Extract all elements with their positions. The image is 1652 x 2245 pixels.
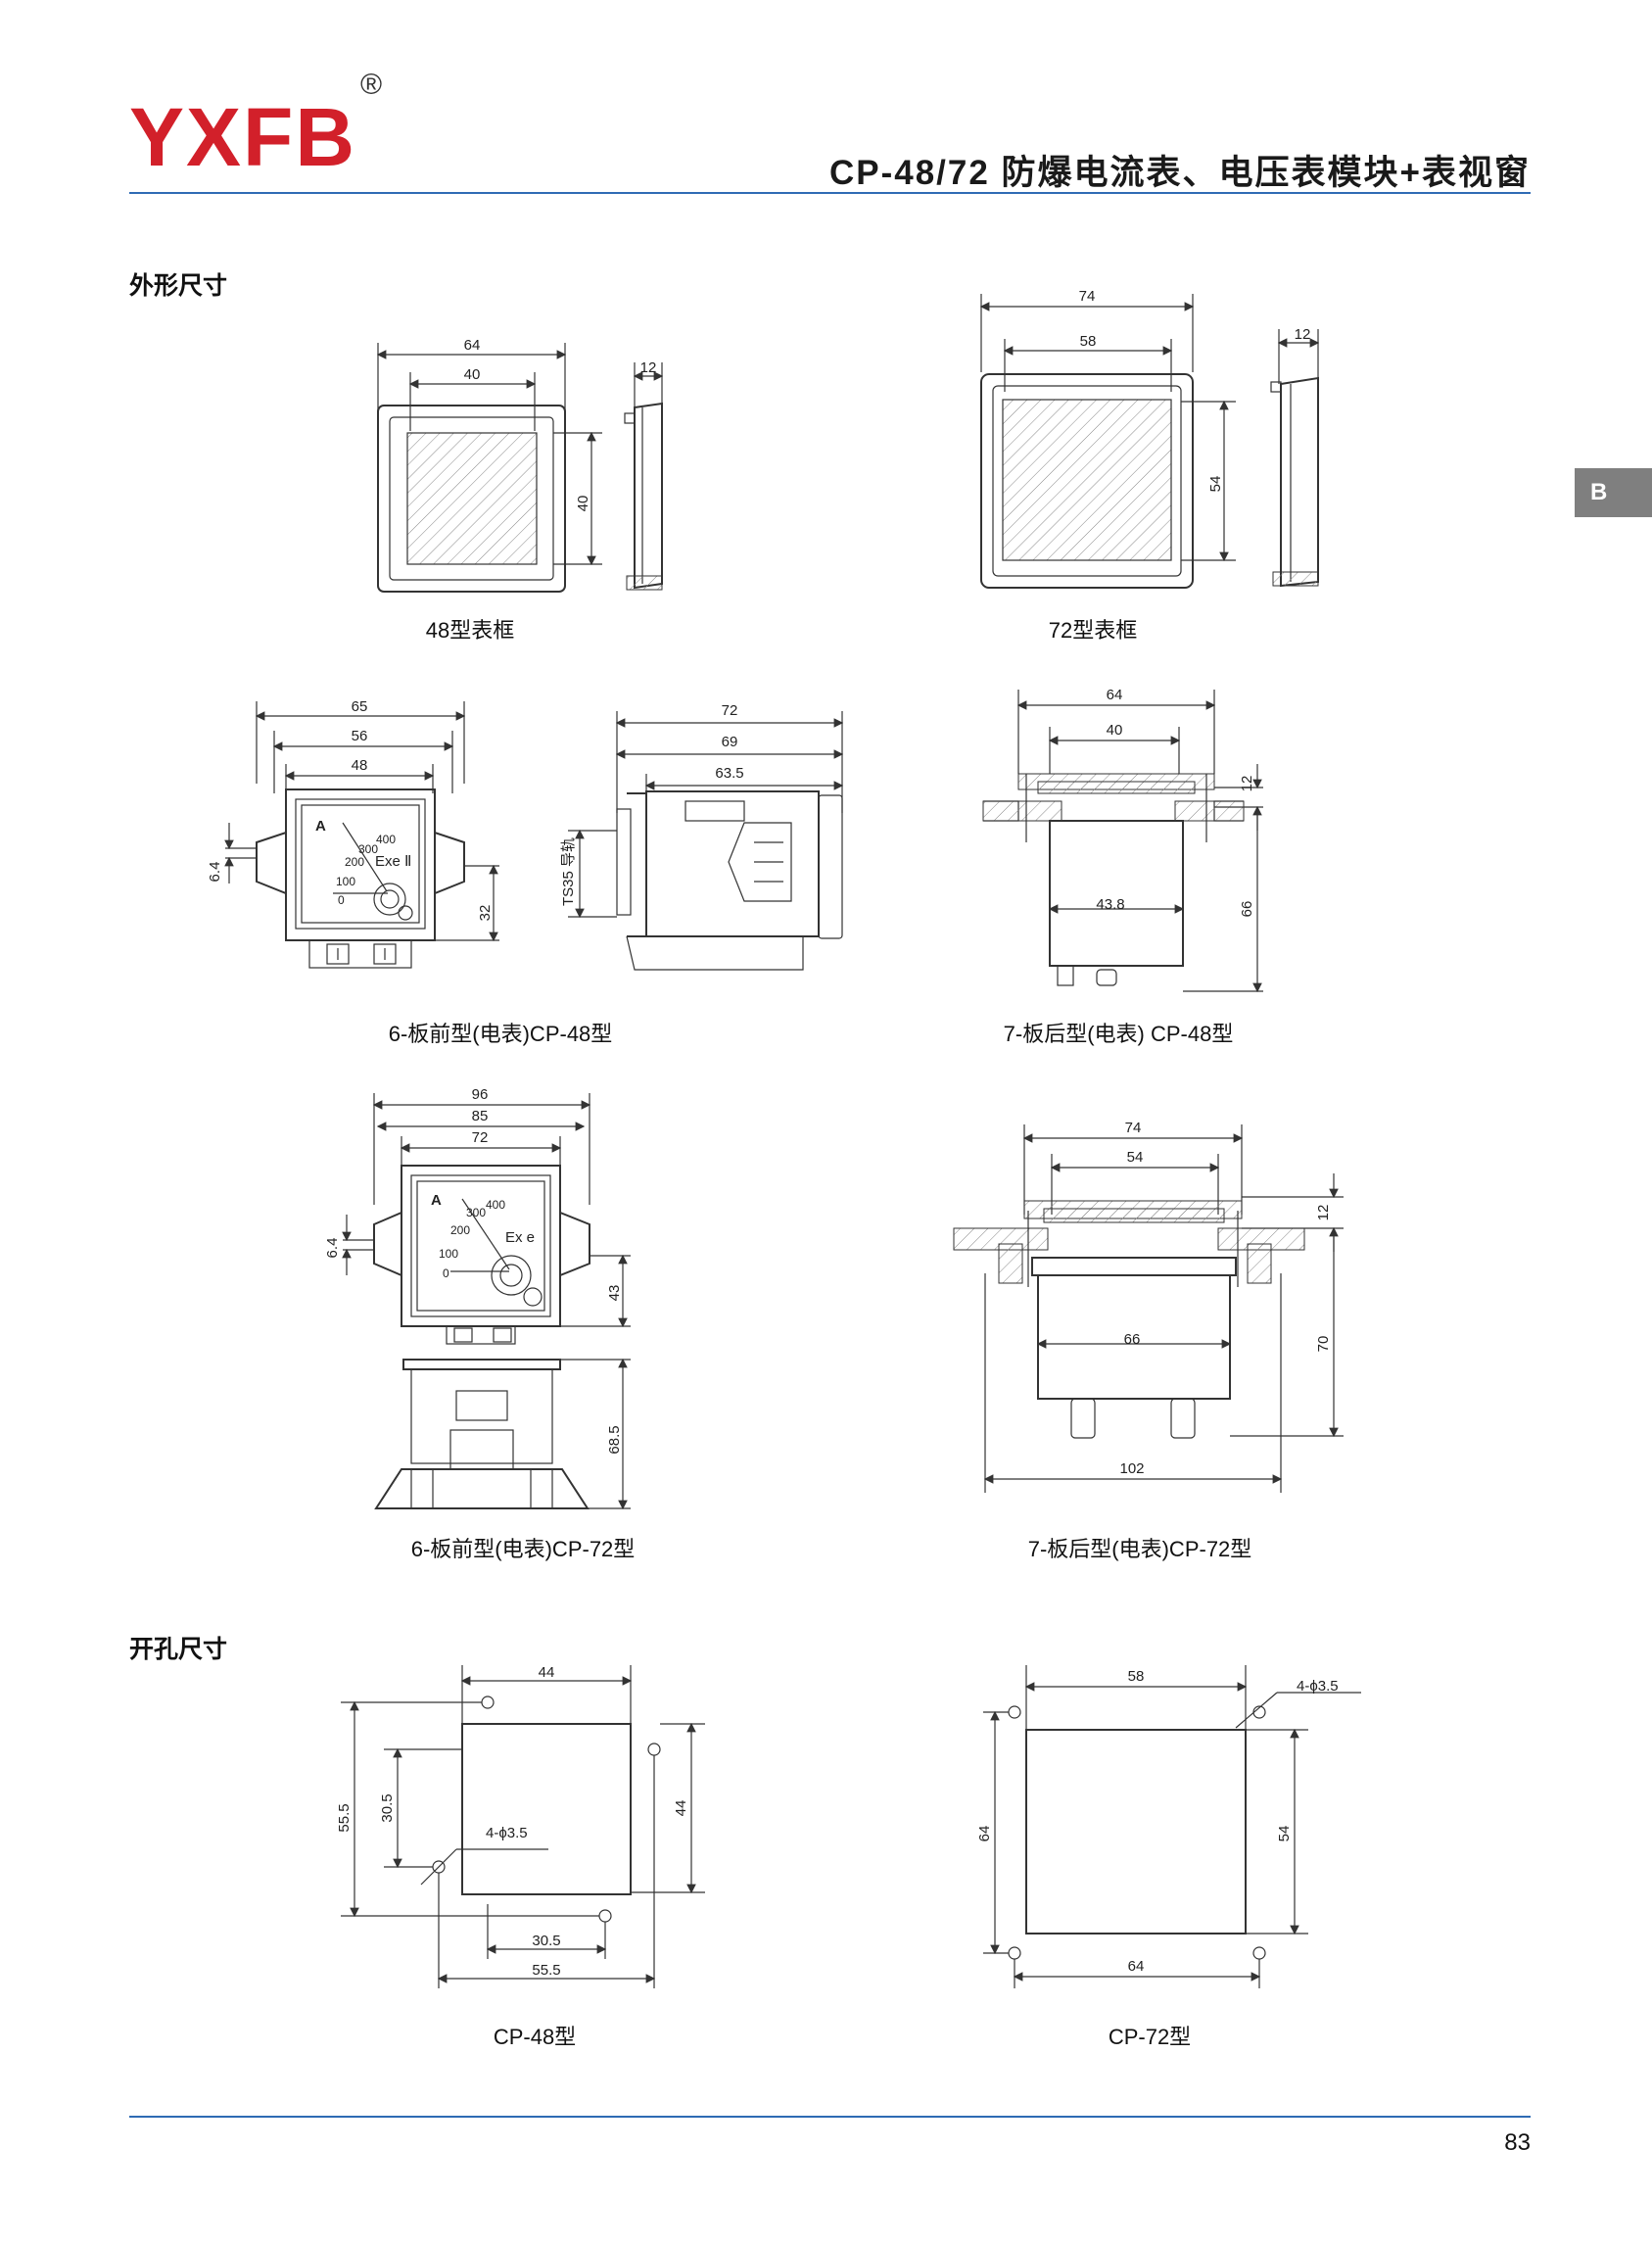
dim-rear72-e: 70 (1315, 1336, 1332, 1353)
meter72-tick-0: 0 (443, 1266, 449, 1280)
caption-cut-72: CP-72型 (1108, 2025, 1192, 2049)
caption-frame-72: 72型表框 (1048, 618, 1138, 643)
dim-rear72-d: 66 (1124, 1331, 1141, 1348)
caption-frame-48: 48型表框 (425, 618, 515, 643)
brand-logo: YXFB® (129, 71, 384, 179)
dim-cut72-c: 54 (1276, 1826, 1293, 1842)
dim-side48-c: 63.5 (715, 765, 743, 782)
meter72-tick-200: 200 (450, 1223, 470, 1237)
dim-cut48-f: 55.5 (532, 1962, 560, 1979)
holes-cut72: 4-ϕ3.5 (1297, 1678, 1339, 1695)
meter-72-front: 96 85 72 A Ex e 0 100 200 300 400 (324, 1086, 631, 1510)
meter72-tick-300: 300 (466, 1206, 486, 1219)
dim-rear48-d: 43.8 (1096, 896, 1124, 913)
dim-rear48-c: 12 (1239, 776, 1255, 792)
dim-front48-c: 48 (352, 757, 368, 774)
dim-f72-width: 74 (1079, 288, 1096, 305)
section-heading-outline: 外形尺寸 (129, 272, 228, 300)
meter48-tick-100: 100 (336, 875, 355, 888)
dim-side48-a: 72 (722, 702, 738, 719)
dim-f72-height: 54 (1207, 476, 1224, 493)
page-title: CP-48/72 防爆电流表、电压表模块+表视窗 (828, 154, 1531, 192)
cutout-72: 58 4-ϕ3.5 64 54 64 (976, 1665, 1361, 1988)
meter48-tick-200: 200 (345, 855, 364, 869)
dim-front48-a: 65 (352, 698, 368, 715)
frame-48-side: 12 (624, 359, 664, 591)
meter-72-rear: 74 54 66 102 12 (953, 1120, 1344, 1493)
logo-text: YXFB (129, 91, 357, 183)
dim-cut72-b: 64 (976, 1826, 993, 1842)
meter48-tick-0: 0 (338, 893, 345, 907)
section-heading-cutout: 开孔尺寸 (129, 1636, 228, 1663)
dim-cut72-a: 58 (1128, 1668, 1145, 1685)
meter-48-front: 65 56 48 A Exe Ⅱ 0 100 200 300 400 (207, 698, 499, 969)
dim-cut48-d: 44 (673, 1800, 689, 1817)
caption-rear-48: 7-板后型(电表) CP-48型 (1003, 1022, 1234, 1046)
meter72-tick-100: 100 (439, 1247, 458, 1261)
dim-front48-d: 6.4 (207, 862, 223, 883)
caption-cut-48: CP-48型 (493, 2025, 577, 2049)
dim-cut48-b: 55.5 (336, 1803, 353, 1832)
dim-f48-height: 40 (575, 496, 591, 512)
dim-front72-f: 68.5 (606, 1425, 623, 1454)
dim-cut48-a: 44 (539, 1664, 555, 1681)
dim-front48-b: 56 (352, 728, 368, 744)
dim-front72-a: 96 (472, 1086, 489, 1103)
cutout-48: 44 55.5 30.5 44 4-ϕ3.5 30.5 (336, 1664, 705, 1988)
dim-f72-depth: 12 (1295, 326, 1311, 343)
dim-rear72-f: 102 (1119, 1460, 1144, 1477)
registered-mark: ® (360, 69, 385, 101)
meter48-tick-300: 300 (358, 842, 378, 856)
dim-front48-e: 32 (477, 905, 494, 922)
dim-rear72-c: 12 (1315, 1205, 1332, 1221)
dim-f48-width: 64 (464, 337, 481, 354)
meter72-tick-400: 400 (486, 1198, 505, 1212)
dim-f48-window: 40 (464, 366, 481, 383)
dim-side48-b: 69 (722, 734, 738, 750)
rail-label: TS35 导轨 (560, 837, 577, 906)
caption-rear-72: 7-板后型(电表)CP-72型 (1027, 1537, 1252, 1561)
dim-cut48-c: 30.5 (379, 1793, 396, 1822)
dim-rear72-a: 74 (1125, 1120, 1142, 1136)
dim-rear72-b: 54 (1127, 1149, 1144, 1166)
dim-front72-c: 72 (472, 1129, 489, 1146)
meter-48-side: 72 69 63.5 TS35 导轨 (560, 702, 844, 971)
header-rule (129, 192, 1531, 194)
holes-cut48: 4-ϕ3.5 (486, 1825, 528, 1841)
meter48-mark: Exe Ⅱ (375, 853, 411, 870)
section-tab: B (1575, 468, 1652, 517)
meter72-mark: Ex e (505, 1229, 535, 1246)
dim-rear48-e: 66 (1239, 901, 1255, 918)
dim-front72-d: 6.4 (324, 1238, 341, 1259)
meter-48-rear: 64 40 43.8 12 66 (982, 687, 1263, 993)
dim-rear48-a: 64 (1107, 687, 1123, 703)
frame-48-front: 64 40 40 (376, 337, 602, 593)
caption-front-72: 6-板前型(电表)CP-72型 (410, 1537, 636, 1561)
dim-f72-window: 58 (1080, 333, 1097, 350)
dim-front72-b: 85 (472, 1108, 489, 1124)
dim-cut48-e: 30.5 (532, 1933, 560, 1949)
frame-72-side: 12 (1270, 326, 1320, 588)
dim-front72-e: 43 (606, 1285, 623, 1302)
meter72-unit: A (431, 1192, 442, 1209)
caption-front-48: 6-板前型(电表)CP-48型 (388, 1022, 613, 1046)
frame-72-front: 74 58 54 (979, 288, 1236, 589)
dim-f48-depth: 12 (640, 359, 657, 376)
page-number: 83 (1504, 2129, 1531, 2156)
dim-cut72-d: 64 (1128, 1958, 1145, 1975)
dim-rear48-b: 40 (1107, 722, 1123, 739)
footer-rule (129, 2116, 1531, 2118)
meter48-tick-400: 400 (376, 833, 396, 846)
meter48-unit: A (315, 818, 326, 835)
